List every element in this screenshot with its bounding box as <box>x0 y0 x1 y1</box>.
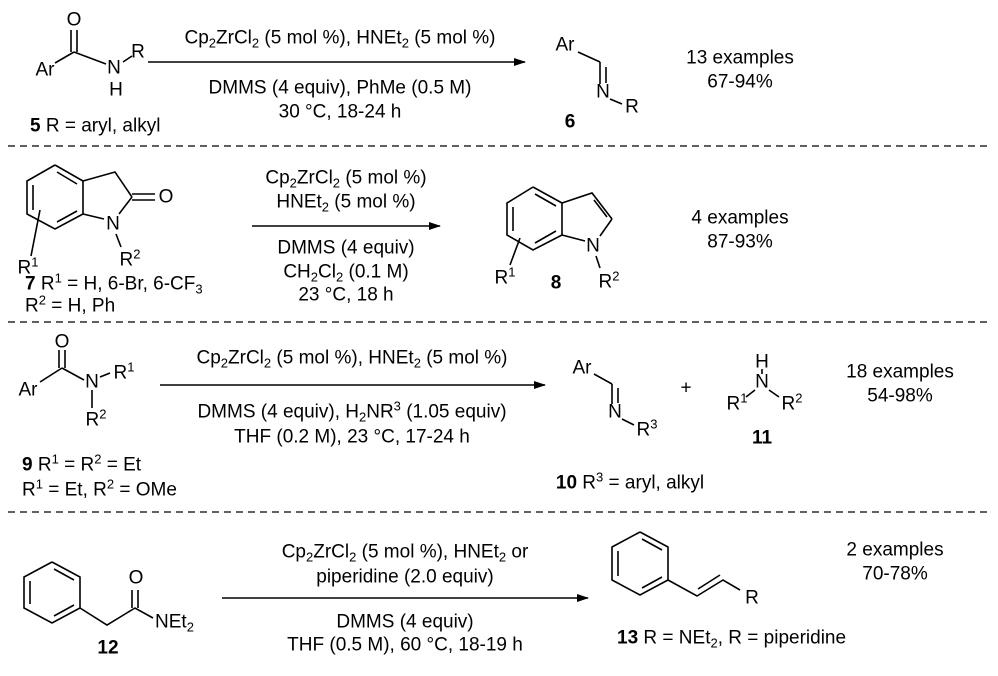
compound-number: 6 <box>564 111 576 133</box>
reagents-above: Cp2ZrCl2 (5 mol %), HNEt2 (5 mol %) <box>184 27 496 51</box>
atom-label: O <box>158 186 174 208</box>
compound-description: R = NEt2, R = piperidine <box>643 627 847 651</box>
structure-5 <box>54 30 133 65</box>
atom-label: R1 <box>726 390 748 415</box>
plus-sign: + <box>680 377 692 399</box>
atom-label: N <box>755 371 769 393</box>
structure-6 <box>577 51 623 105</box>
compound-number: 7 <box>25 273 36 295</box>
compound-number: 11 <box>751 427 773 449</box>
reagents-above: HNEt2 (5 mol %) <box>276 191 416 215</box>
atom-label: R <box>131 41 145 63</box>
atom-label: H <box>755 351 769 373</box>
atom-label: R1 <box>113 359 135 384</box>
atom-label: R2 <box>119 246 141 271</box>
yield-range: 70-78% <box>862 563 928 585</box>
atom-label: NEt2 <box>155 611 194 635</box>
atom-label: R2 <box>85 406 107 431</box>
compound-label-13: 13 R = NEt2, R = piperidine <box>617 627 847 651</box>
structure-7 <box>26 164 155 257</box>
reagents-above: Cp2ZrCl2 (5 mol %), HNEt2 or <box>281 541 529 565</box>
compound-number: 10 <box>555 472 578 494</box>
structure-12 <box>23 561 154 626</box>
examples-count: 2 examples <box>846 539 944 561</box>
conditions-below: DMMS (4 equiv), H2NR3 (1.05 equiv) <box>197 398 507 425</box>
atom-label: N <box>106 213 120 235</box>
atom-label: R2 <box>598 268 620 293</box>
structure-10 <box>593 373 635 426</box>
structure-13 <box>611 531 741 597</box>
compound-label-9: 9 R1 = R2 = Et <box>22 451 142 476</box>
atom-label: N <box>608 401 622 423</box>
atom-label: R2 <box>781 390 803 415</box>
compound-number: 5 <box>30 115 41 137</box>
yield-range: 67-94% <box>707 71 773 93</box>
reagents-above: Cp2ZrCl2 (5 mol %) <box>265 167 427 191</box>
compound-description: R1 = Et, R2 = OMe <box>22 476 177 501</box>
atom-label: Ar <box>35 59 55 81</box>
atom-label: R <box>745 587 759 609</box>
atom-label: Ar <box>572 357 592 379</box>
conditions-below: THF (0.2 M), 23 °C, 17-24 h <box>234 426 470 448</box>
atom-label: O <box>128 567 144 589</box>
examples-count: 4 examples <box>691 207 789 229</box>
compound-label-5: 5 R = aryl, alkyl <box>30 117 160 136</box>
conditions-below: 23 °C, 18 h <box>298 284 394 306</box>
compound-description: R3 = aryl, alkyl <box>582 469 705 494</box>
compound-label-10: 10 R3 = aryl, alkyl <box>555 469 705 494</box>
atom-label: N <box>107 57 121 79</box>
conditions-below: DMMS (4 equiv) <box>336 611 474 633</box>
atom-label: H <box>109 79 123 101</box>
divider-lines <box>8 145 990 513</box>
atom-label: N <box>85 371 99 393</box>
reagents-above: Cp2ZrCl2 (5 mol %), HNEt2 (5 mol %) <box>196 347 508 371</box>
atom-label: O <box>66 9 82 31</box>
conditions-below: CH2Cl2 (0.1 M) <box>283 261 409 285</box>
compound-number: 13 <box>617 627 639 649</box>
structure-9 <box>39 350 111 408</box>
yield-range: 87-93% <box>707 231 773 253</box>
conditions-below: 30 °C, 18-24 h <box>278 101 402 123</box>
compound-description: R1 = R2 = Et <box>37 451 142 476</box>
compound-description: R1 = H, 6-Br, 6-CF3 <box>40 270 203 297</box>
conditions-below: THF (0.5 M), 60 °C, 18-19 h <box>287 634 523 656</box>
atom-label: O <box>54 331 70 353</box>
atom-label: R3 <box>636 416 658 441</box>
atom-label: Ar <box>555 34 575 56</box>
structure-11 <box>745 369 780 398</box>
atom-label: N <box>586 235 600 257</box>
examples-count: 13 examples <box>686 47 794 69</box>
atom-label: Ar <box>18 379 38 401</box>
examples-count: 18 examples <box>846 361 954 383</box>
compound-description: R2 = H, Ph <box>25 292 116 317</box>
compound-number: 12 <box>97 637 119 659</box>
compound-number: 8 <box>550 272 562 294</box>
compound-description: R = aryl, alkyl <box>45 115 161 137</box>
conditions-below: DMMS (4 equiv), PhMe (0.5 M) <box>208 77 472 99</box>
yield-range: 54-98% <box>867 385 933 407</box>
conditions-below: DMMS (4 equiv) <box>277 237 415 259</box>
compound-number: 9 <box>22 454 33 476</box>
compound-label-7: 7 R1 = H, 6-Br, 6-CF3 <box>25 270 203 297</box>
atom-label: N <box>596 81 610 103</box>
atom-label: R1 <box>17 254 39 279</box>
atom-label: R <box>625 96 639 118</box>
atom-label: R1 <box>494 264 516 289</box>
reagents-above: piperidine (2.0 equiv) <box>316 566 494 588</box>
structure-8 <box>506 186 613 269</box>
